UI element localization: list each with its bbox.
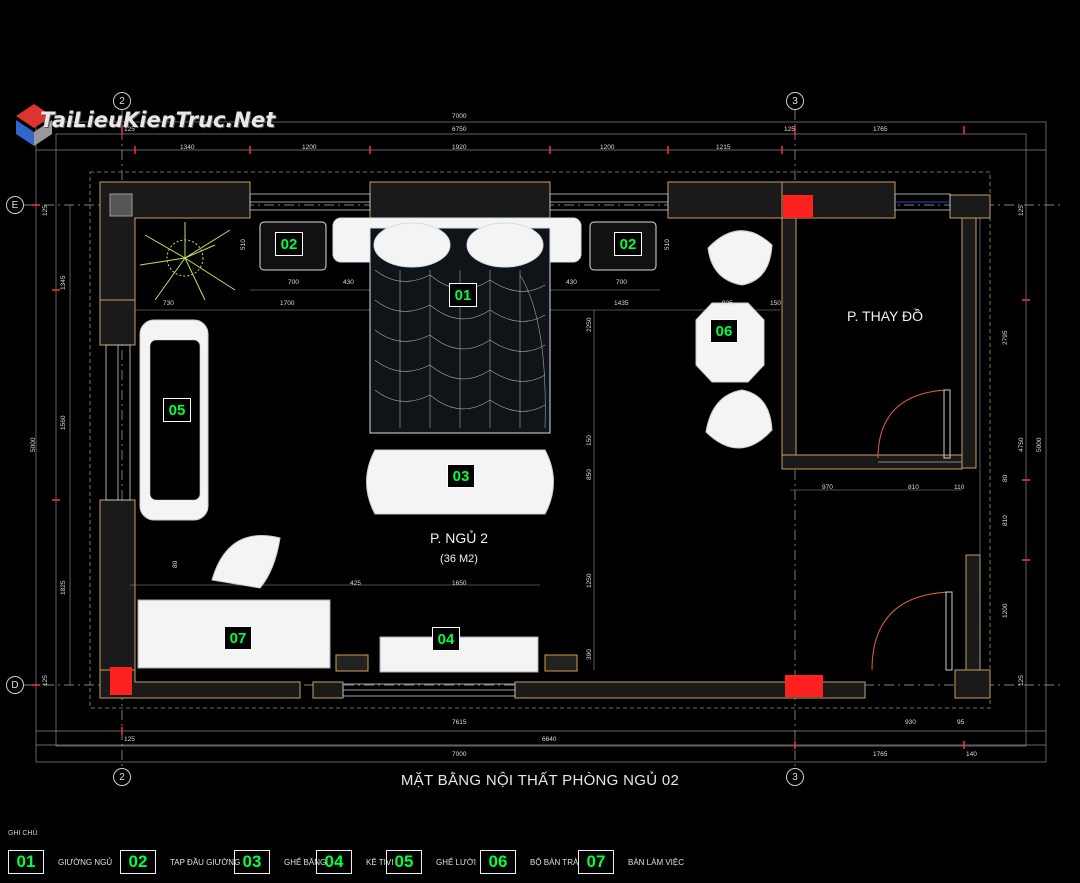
room-label-bedroom: P. NGỦ 2 xyxy=(429,530,489,546)
legend-label: KỆ TIVI xyxy=(366,857,394,867)
dim-bot-930: 930 xyxy=(905,719,916,726)
legend-label: BỘ BÀN TRÀ xyxy=(530,857,579,867)
dim-1435: 1435 xyxy=(614,300,629,307)
dim-bot-140: 140 xyxy=(966,751,977,758)
tag-05-sofa: 05 xyxy=(163,398,191,422)
dim-right-810: 810 xyxy=(1002,515,1009,526)
dim-bot-125: 125 xyxy=(124,736,135,743)
dim-left-125a: 125 xyxy=(42,205,49,216)
dim-top-125b: 125 xyxy=(784,126,795,133)
room-label-dressing: P. THAY ĐỒ xyxy=(847,308,923,324)
dim-right-5000: 5000 xyxy=(1036,437,1043,452)
dim-top-total: 7000 xyxy=(452,113,467,120)
tag-02-nightstand-left: 02 xyxy=(275,232,303,256)
dim-970: 970 xyxy=(822,484,833,491)
legend-code: 06 xyxy=(480,850,516,874)
dim-425: 425 xyxy=(350,580,361,587)
tag-02-nightstand-right: 02 xyxy=(614,232,642,256)
dim-700a: 700 xyxy=(288,279,299,286)
legend-code: 01 xyxy=(8,850,44,874)
dim-bot-7000: 7000 xyxy=(452,751,467,758)
dim-bot-7615: 7615 xyxy=(452,719,467,726)
dim-left-1825: 1825 xyxy=(60,580,67,595)
dim-810: 810 xyxy=(908,484,919,491)
tag-06-tea-set: 06 xyxy=(710,319,738,343)
dim-390: 390 xyxy=(586,649,593,660)
legend-item-04: 04 KỆ TIVI xyxy=(316,850,393,874)
dim-top-1765: 1765 xyxy=(873,126,888,133)
dim-left-125b: 125 xyxy=(42,675,49,686)
dim-1250: 1250 xyxy=(586,573,593,588)
legend-item-06: 06 BỘ BÀN TRÀ xyxy=(480,850,578,874)
dim-150: 150 xyxy=(770,300,781,307)
dim-730: 730 xyxy=(163,300,174,307)
dim-top-1215: 1215 xyxy=(716,144,731,151)
tag-04-tv-stand: 04 xyxy=(432,627,460,651)
dim-top-1340: 1340 xyxy=(180,144,195,151)
dim-top-inner: 6750 xyxy=(452,126,467,133)
dim-bot-1765: 1765 xyxy=(873,751,888,758)
dim-right-1200: 1200 xyxy=(1002,603,1009,618)
legend-item-05: 05 GHẾ LƯỜI xyxy=(386,850,476,874)
dim-top-1200b: 1200 xyxy=(600,144,615,151)
legend-code: 07 xyxy=(578,850,614,874)
tag-07-desk: 07 xyxy=(224,626,252,650)
site-logo xyxy=(16,104,52,146)
axis-2-bottom: 2 xyxy=(113,768,131,786)
legend-item-07: 07 BÀN LÀM VIỆC xyxy=(578,850,684,874)
dim-1700: 1700 xyxy=(280,300,295,307)
legend-code: 04 xyxy=(316,850,352,874)
legend-item-02: 02 TAP ĐẦU GIƯỜNG xyxy=(120,850,240,874)
dim-430a: 430 xyxy=(343,279,354,286)
dim-top-125a: 125 xyxy=(124,126,135,133)
dim-right-2795: 2795 xyxy=(1002,330,1009,345)
tag-01-bed: 01 xyxy=(449,283,477,307)
legend-item-03: 03 GHẾ BĂNG xyxy=(234,850,326,874)
axis-2-top: 2 xyxy=(113,92,131,110)
dim-80: 80 xyxy=(172,560,179,568)
room-area: (36 M2) xyxy=(440,553,478,565)
legend-label: BÀN LÀM VIỆC xyxy=(628,857,685,867)
axis-3-bottom: 3 xyxy=(786,768,804,786)
axis-3-top: 3 xyxy=(786,92,804,110)
dim-left-1560: 1560 xyxy=(60,415,67,430)
dim-2250: 2250 xyxy=(586,317,593,332)
dim-right-125a: 125 xyxy=(1018,205,1025,216)
dim-510a: 510 xyxy=(240,239,247,250)
dim-right-125b: 125 xyxy=(1018,675,1025,686)
dim-925: 925 xyxy=(722,300,733,307)
notes-title: GHI CHÚ xyxy=(8,830,38,837)
tag-03-bench: 03 xyxy=(447,464,475,488)
legend-code: 02 xyxy=(120,850,156,874)
dim-430b: 430 xyxy=(566,279,577,286)
dim-left-5000: 5000 xyxy=(30,437,37,452)
legend-label: GIƯỜNG NGỦ xyxy=(58,857,113,867)
legend-item-01: 01 GIƯỜNG NGỦ xyxy=(8,850,112,874)
dim-110: 110 xyxy=(954,484,965,491)
dim-1650: 1650 xyxy=(452,580,467,587)
dim-right-80: 80 xyxy=(1002,474,1009,482)
dim-top-1920: 1920 xyxy=(452,144,467,151)
dim-bot-95: 95 xyxy=(957,719,965,726)
dim-left-1345: 1345 xyxy=(60,275,67,290)
axis-d: D xyxy=(6,676,24,694)
axis-e: E xyxy=(6,196,24,214)
legend-code: 03 xyxy=(234,850,270,874)
legend-label: TAP ĐẦU GIƯỜNG xyxy=(170,857,241,867)
legend-label: GHẾ LƯỜI xyxy=(436,857,476,867)
drawing-title: MẶT BẰNG NỘI THẤT PHÒNG NGỦ 02 xyxy=(400,772,680,789)
watermark-text: TaiLieuKienTruc.Net xyxy=(40,108,276,132)
dim-700b: 700 xyxy=(616,279,627,286)
legend-label: GHẾ BĂNG xyxy=(284,857,327,867)
dim-150c: 150 xyxy=(586,435,593,446)
legend-code: 05 xyxy=(386,850,422,874)
dim-right-4750: 4750 xyxy=(1018,437,1025,452)
dim-850: 850 xyxy=(586,469,593,480)
dim-510b: 510 xyxy=(664,239,671,250)
dim-top-1200a: 1200 xyxy=(302,144,317,151)
dim-bot-6640: 6640 xyxy=(542,736,557,743)
